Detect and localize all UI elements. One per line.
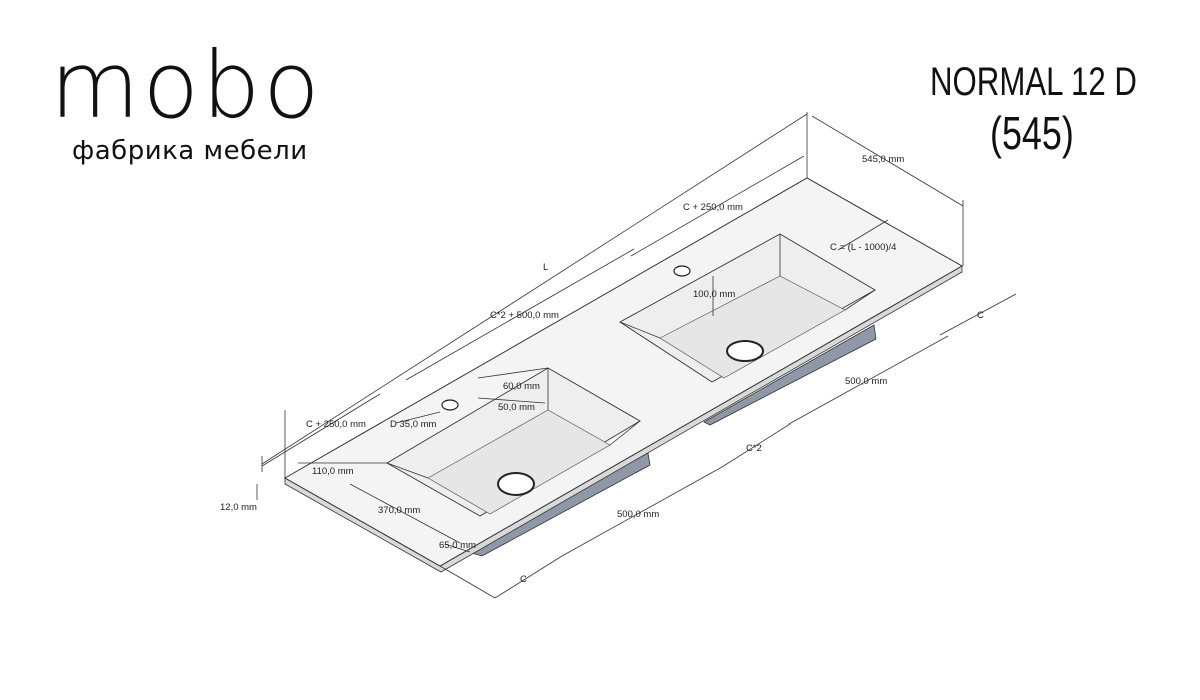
label-inner-100: 100,0 mm xyxy=(693,289,735,300)
basin-left-edge-3 xyxy=(609,420,641,446)
drain-left-icon xyxy=(497,472,535,496)
label-hole: D 35,0 mm xyxy=(390,419,437,430)
basin-right-edge-1 xyxy=(619,321,661,339)
label-basin-right: 500,0 mm xyxy=(845,376,887,387)
basin-left-edge-1 xyxy=(386,462,429,479)
brand-tagline: фабрика мебели xyxy=(72,136,308,166)
product-model: NORMAL 12 D xyxy=(930,60,1137,104)
brand-block: mobo фабрика мебели xyxy=(50,32,350,167)
label-length: L xyxy=(543,262,548,273)
label-c-right: C + 250,0 mm xyxy=(683,202,743,213)
label-center: C*2 + 500,0 mm xyxy=(490,310,559,321)
label-dim-370: 370,0 mm xyxy=(378,505,420,516)
label-dim-65: 65,0 mm xyxy=(439,540,476,551)
basin-right-edge-3 xyxy=(844,289,876,311)
label-c-bottom: C xyxy=(520,574,527,585)
dimension-lines xyxy=(256,112,1017,599)
label-basin-left: 500,0 mm xyxy=(617,509,659,520)
drain-right-icon xyxy=(726,340,764,362)
label-c-formula: C = (L - 1000)/4 xyxy=(830,242,896,253)
label-c-right-side: C xyxy=(977,310,984,321)
product-size: (545) xyxy=(990,107,1074,159)
label-c-left: C + 250,0 mm xyxy=(306,419,366,430)
label-depth: 545,0 mm xyxy=(862,154,904,165)
label-c2: C*2 xyxy=(746,443,762,454)
label-dim-110: 110,0 mm xyxy=(312,466,354,477)
basin-underside-right xyxy=(703,324,877,426)
faucet-hole-left-icon xyxy=(441,399,459,411)
product-heading: NORMAL 12 D (545) xyxy=(930,58,1180,160)
label-thickness: 12,0 mm xyxy=(220,502,257,513)
faucet-hole-right-icon xyxy=(673,265,691,277)
brand-logo: mobo xyxy=(50,32,323,139)
label-dim-60: 60,0 mm xyxy=(503,381,540,392)
label-dim-50: 50,0 mm xyxy=(498,402,535,413)
